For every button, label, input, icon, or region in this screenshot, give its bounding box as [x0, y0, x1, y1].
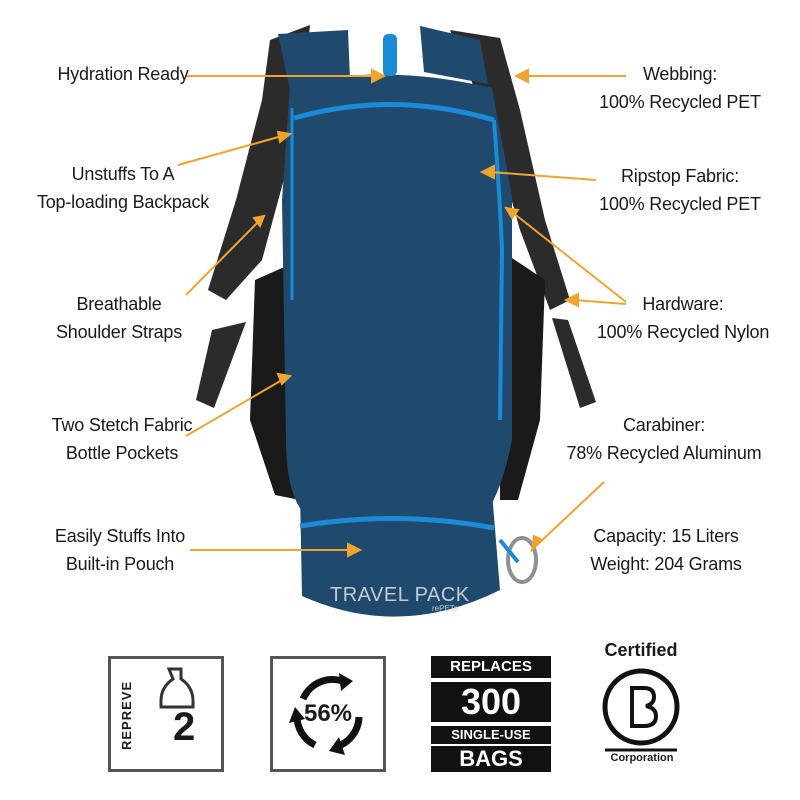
callout-line: Unstuffs To A [71, 164, 175, 184]
callout-line: Two Stetch Fabric [51, 415, 193, 435]
callout-line: Ripstop Fabric: [620, 166, 740, 186]
callout-line: 100% Recycled Nylon [596, 322, 770, 342]
bcorp-logo-icon [602, 668, 680, 752]
callout-carabiner: Carabiner: 78% Recycled Aluminum [566, 411, 762, 467]
replaces-bags-badge: REPLACES 300 SINGLE-USE BAGS [431, 656, 551, 772]
hydration-valve [383, 34, 397, 76]
callout-line: Capacity: 15 Liters [593, 526, 739, 546]
callout-hydration: Hydration Ready [48, 60, 198, 88]
left-lower-strap [196, 322, 246, 408]
top-zipper [293, 101, 495, 123]
callout-bottle-pockets: Two Stetch Fabric Bottle Pockets [38, 411, 206, 467]
callout-line: Top-loading Backpack [36, 192, 210, 212]
callout-line: Shoulder Straps [55, 322, 183, 342]
callout-line: Bottle Pockets [65, 443, 179, 463]
callout-line: Hydration Ready [57, 64, 189, 84]
callout-line: Weight: 204 Grams [590, 554, 742, 574]
pack-main-body [282, 74, 512, 520]
pouch-brand: rePETe [432, 604, 459, 613]
callout-line: Easily Stuffs Into [54, 526, 186, 546]
callout-line: 78% Recycled Aluminum [566, 443, 762, 463]
left-shoulder-strap [208, 25, 310, 300]
callout-hardware: Hardware: 100% Recycled Nylon [590, 290, 776, 346]
bags-bottom-text: BAGS [431, 746, 551, 772]
callout-capacity: Capacity: 15 Liters Weight: 204 Grams [576, 522, 756, 578]
callout-line: 100% Recycled PET [599, 92, 761, 112]
bags-top-text: REPLACES [431, 656, 551, 678]
callout-line: Carabiner: [622, 415, 706, 435]
callout-built-in-pouch: Easily Stuffs Into Built-in Pouch [40, 522, 200, 578]
right-lower-strap [552, 318, 596, 408]
top-right-panel [420, 26, 488, 84]
callout-arrows [177, 68, 627, 558]
callout-line: Built-in Pouch [65, 554, 175, 574]
recycle-arrows-icon [289, 673, 363, 755]
recycled-percent: 56% [303, 700, 353, 727]
callout-line: Breathable [76, 294, 162, 314]
callout-line: 100% Recycled PET [599, 194, 761, 214]
bcorp-certified: Certified [604, 640, 678, 660]
backpack-illustration [177, 25, 627, 617]
bags-middle-text: SINGLE-USE [431, 726, 551, 744]
pouch-title: TRAVEL PACK [330, 584, 470, 606]
recycled-percent-badge: 56% [270, 656, 386, 772]
side-zipper [492, 119, 505, 421]
carabiner [506, 536, 538, 584]
pouch-zipper [299, 516, 495, 531]
bottle-icon [159, 667, 195, 709]
repreve-number: 2 [173, 705, 196, 749]
callout-ripstop: Ripstop Fabric: 100% Recycled PET [590, 162, 770, 218]
callout-top-loading: Unstuffs To A Top-loading Backpack [28, 160, 218, 216]
callout-line: Hardware: [642, 294, 724, 314]
repreve-badge: REPREVE 2 [108, 656, 224, 772]
bcorp-corporation: Corporation [610, 752, 674, 764]
callout-line: Webbing: [642, 64, 718, 84]
bags-number: 300 [431, 682, 551, 722]
callout-shoulder-straps: Breathable Shoulder Straps [44, 290, 194, 346]
callout-webbing: Webbing: 100% Recycled PET [590, 60, 770, 116]
